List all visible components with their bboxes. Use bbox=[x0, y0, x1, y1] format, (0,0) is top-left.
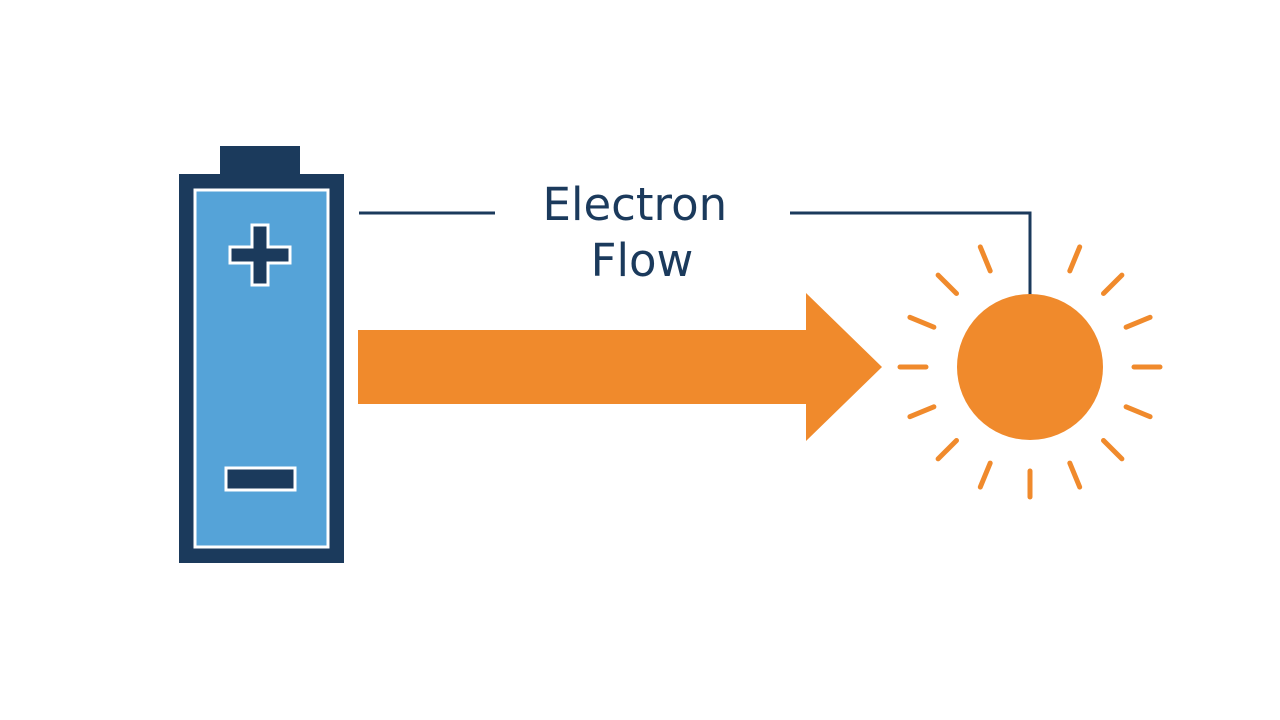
sun-bulb-icon bbox=[897, 244, 1163, 500]
arrow-right-icon bbox=[358, 293, 882, 441]
bulb-ray bbox=[935, 272, 959, 296]
battery-cap bbox=[220, 146, 300, 178]
bulb-ray bbox=[907, 404, 937, 420]
circuit-wire bbox=[359, 211, 1032, 300]
bulb-ray bbox=[1123, 404, 1153, 420]
label-line-2: Flow bbox=[591, 234, 694, 287]
label-line-1: Electron bbox=[543, 178, 728, 231]
bulb-ray bbox=[935, 438, 959, 462]
bulb-ray bbox=[1101, 438, 1125, 462]
diagram-label: Electron Flow bbox=[543, 178, 742, 287]
bulb-ray bbox=[907, 314, 937, 330]
bulb-ray bbox=[977, 244, 993, 274]
bulb-ray bbox=[1067, 460, 1083, 490]
bulb-ray bbox=[1123, 314, 1153, 330]
wire-right-segment bbox=[790, 211, 1032, 300]
minus-icon bbox=[224, 466, 297, 492]
bulb-ray bbox=[1067, 244, 1083, 274]
bulb-ray bbox=[977, 460, 993, 490]
bulb-ray bbox=[1101, 272, 1125, 296]
battery-icon bbox=[179, 146, 344, 563]
bulb-core bbox=[957, 294, 1103, 440]
plus-icon bbox=[228, 223, 292, 287]
bulb-rays bbox=[897, 244, 1163, 500]
